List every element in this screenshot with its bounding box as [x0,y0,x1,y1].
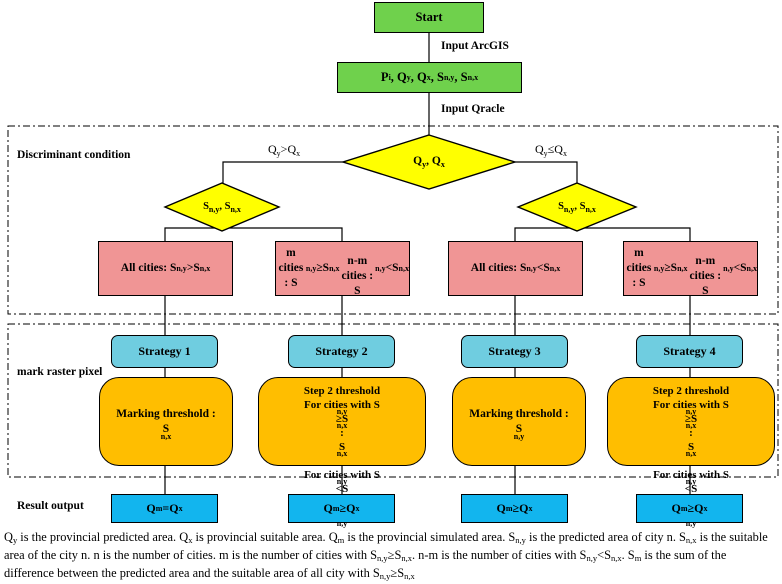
left-decision-label: Sn,y, Sn,x [203,201,241,214]
start-node: Start [374,2,484,33]
mark-raster-frame [7,323,779,478]
left-branch-label: Qy>Qx [268,142,301,158]
input-qracle-label: Input Qracle [441,103,505,115]
mark-raster-section-label: mark raster pixel [17,366,103,378]
discriminant-frame [7,125,779,315]
connectors [164,32,691,494]
right-branch-label: Qy≤Qx [535,142,567,158]
left-decision-diamond [163,182,281,232]
strategy-box-4: Strategy 4 [636,335,743,368]
main-decision-label: Qy, Qx [413,155,445,169]
right-decision-diamond [516,182,638,232]
strategy-box-1: Strategy 1 [111,335,218,368]
figure-caption: Qy is the provincial predicted area. Qx … [4,530,768,581]
strategy-box-2: Strategy 2 [288,335,395,368]
right-decision-label: Sn,y, Sn,x [558,201,596,214]
input-arcgis-label: Input ArcGIS [441,40,509,52]
main-decision-diamond [340,134,518,190]
discriminant-section-label: Discriminant condition [17,149,131,161]
result-output-section-label: Result output [17,500,84,512]
strategy-box-3: Strategy 3 [461,335,568,368]
